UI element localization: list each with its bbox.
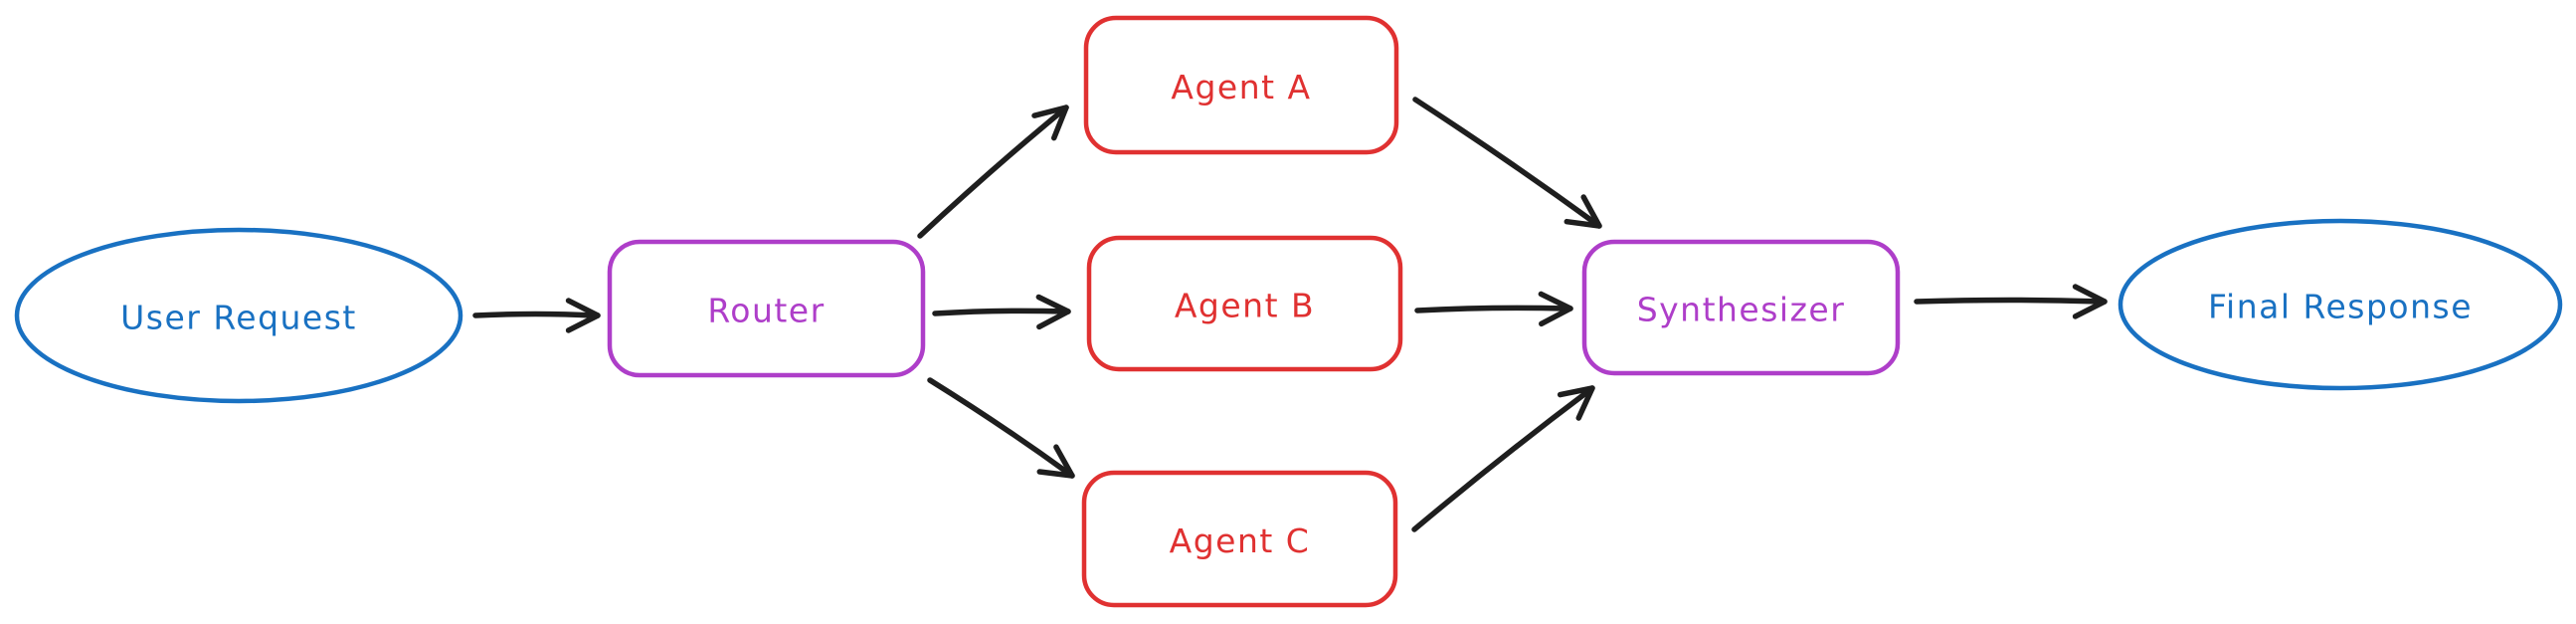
router-label: Router bbox=[707, 292, 825, 330]
synthesizer-label: Synthesizer bbox=[1637, 291, 1846, 329]
user-request-label: User Request bbox=[120, 299, 357, 337]
agent-a-label: Agent A bbox=[1171, 68, 1311, 106]
arrow-agent-c-to-synthesizer bbox=[1411, 385, 1595, 532]
synthesizer-box bbox=[1581, 239, 1901, 376]
node-user-request: User Request bbox=[14, 227, 463, 404]
user-request-ellipse bbox=[14, 227, 463, 404]
node-agent-a: Agent A bbox=[1083, 15, 1399, 155]
node-agent-b: Agent B bbox=[1086, 235, 1403, 372]
final-response-label: Final Response bbox=[2208, 288, 2473, 326]
arrow-synthesizer-to-final-response bbox=[1914, 284, 2108, 319]
arrow-router-to-agent-a bbox=[917, 104, 1069, 239]
agent-b-box bbox=[1086, 235, 1403, 372]
arrow-router-to-agent-b bbox=[932, 294, 1071, 330]
arrow-router-to-agent-c bbox=[927, 377, 1075, 479]
agent-c-label: Agent C bbox=[1170, 521, 1311, 560]
node-final-response: Final Response bbox=[2117, 218, 2563, 391]
agent-a-box bbox=[1083, 15, 1399, 155]
node-router: Router bbox=[607, 239, 926, 378]
node-agent-c: Agent C bbox=[1081, 470, 1398, 608]
agent-c-box bbox=[1081, 470, 1398, 608]
node-synthesizer: Synthesizer bbox=[1581, 239, 1901, 376]
arrow-user-request-to-router bbox=[472, 298, 601, 333]
arrow-agent-b-to-synthesizer bbox=[1414, 291, 1573, 327]
agent-b-label: Agent B bbox=[1175, 287, 1315, 325]
router-box bbox=[607, 239, 926, 378]
final-response-ellipse bbox=[2117, 218, 2563, 391]
arrow-agent-a-to-synthesizer bbox=[1412, 97, 1602, 229]
